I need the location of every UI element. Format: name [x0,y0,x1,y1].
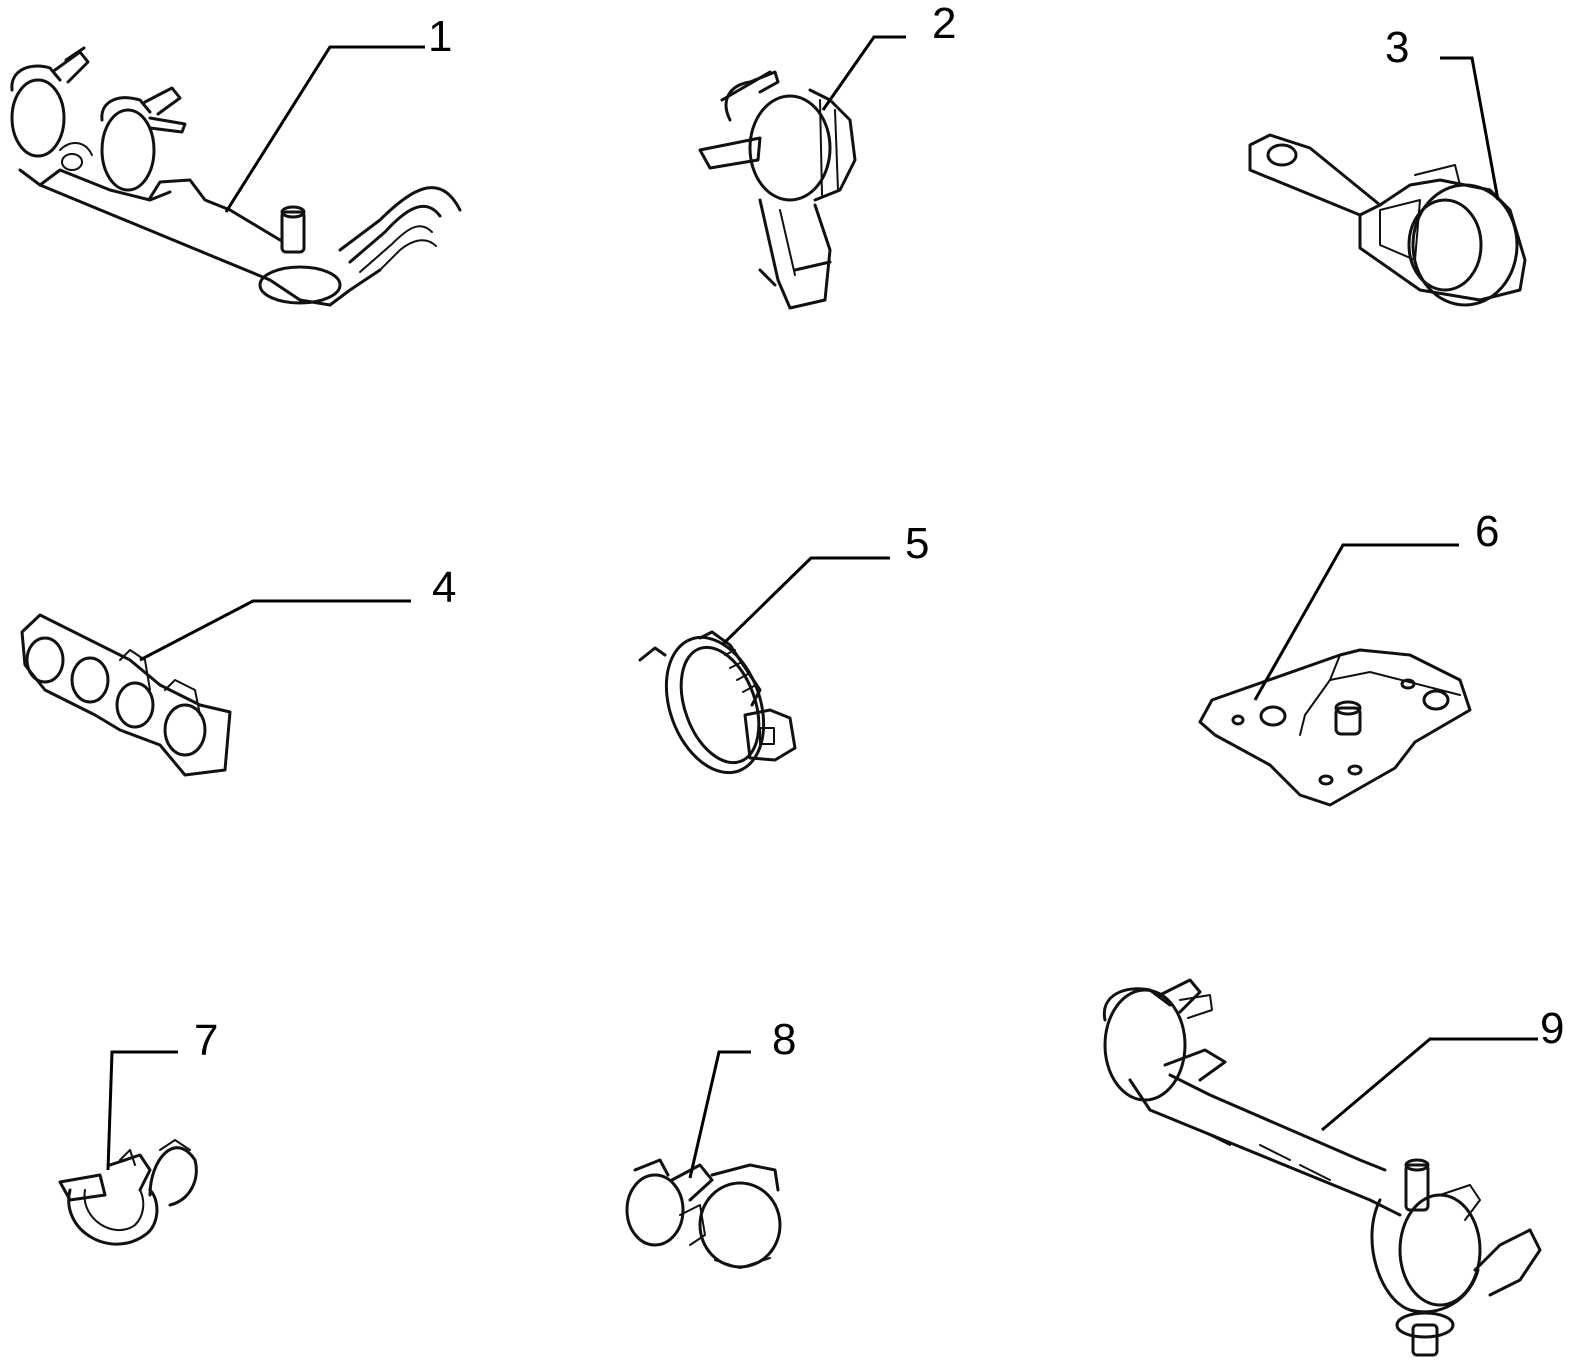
part-8-twin-pipe-clip-icon [625,1158,782,1269]
part-7-twin-open-clip-icon [58,1139,198,1246]
part-9-pipe-clip-bracket-icon [1102,978,1542,1357]
part-5-hose-clamp-strap-icon [638,630,797,775]
leader-3 [1440,56,1500,201]
callout-label-1: 1 [428,12,452,61]
callout-label-2: 2 [932,0,956,48]
part-6-mounting-plate-icon [1198,648,1472,807]
callout-label-8: 8 [772,1015,796,1064]
leader-9 [1321,1037,1538,1132]
callout-label-5: 5 [905,519,929,568]
leader-5 [720,556,890,647]
callout-label-3: 3 [1385,23,1409,72]
part-4-multi-pipe-clip-icon [20,613,232,777]
leader-4 [139,599,411,662]
leader-7 [106,1050,178,1171]
part-1-double-pipe-clip-bracket-icon [10,46,462,307]
leader-2 [821,35,906,111]
callout-label-7: 7 [194,1016,218,1065]
part-2-single-pipe-clip-icon [698,70,857,310]
callout-label-6: 6 [1475,507,1499,556]
callout-label-9: 9 [1540,1004,1564,1053]
leader-1 [224,45,425,213]
leader-8 [688,1050,751,1179]
callout-label-4: 4 [432,563,456,612]
part-3-pipe-clip-with-eye-tab-icon [1248,133,1527,307]
leader-6 [1253,543,1459,701]
